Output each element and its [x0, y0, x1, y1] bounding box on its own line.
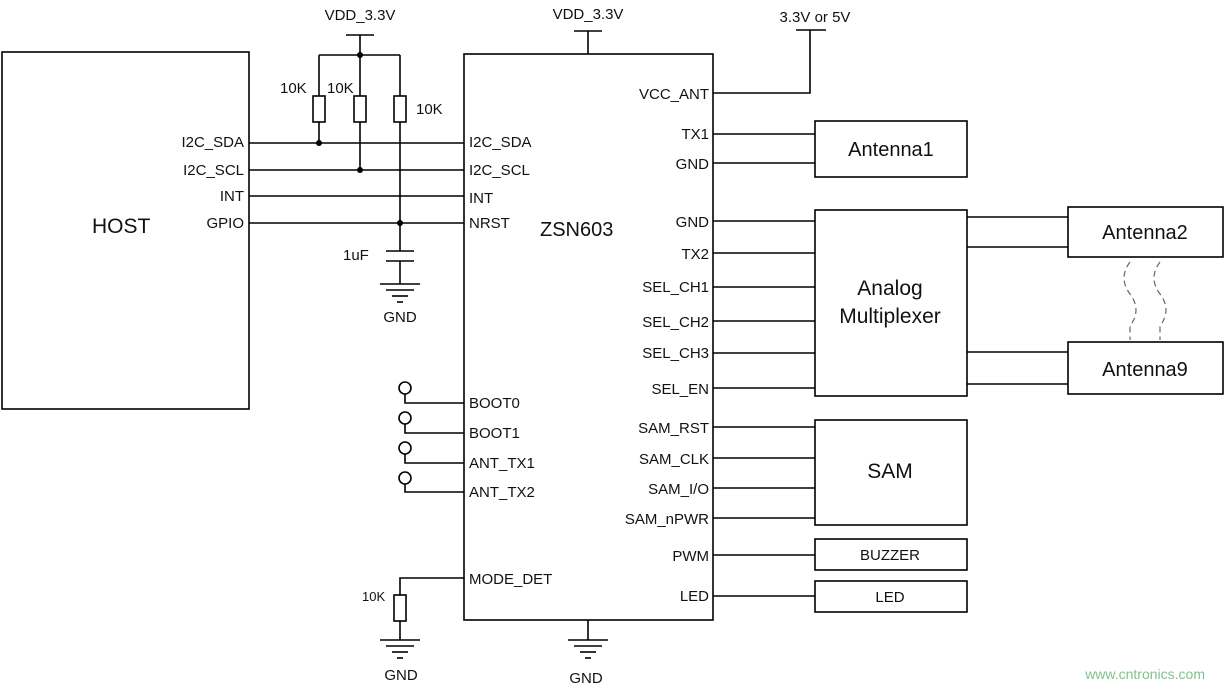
test-point-icon [398, 381, 412, 395]
chip-pin-ant-tx2: ANT_TX2 [469, 484, 535, 501]
junction-scl [357, 167, 363, 173]
chip-pin-pwm: PWM [672, 548, 709, 565]
chip-pin-tx1: TX1 [681, 126, 709, 143]
r3-value: 10K [416, 101, 443, 118]
antenna1-label: Antenna1 [848, 139, 934, 161]
buzzer-label: BUZZER [860, 547, 920, 564]
chip-pin-sel-ch3: SEL_CH3 [642, 345, 709, 362]
mux-block: Analog Multiplexer [713, 209, 968, 397]
test-point-icon [398, 441, 412, 455]
host-title: HOST [92, 215, 151, 238]
chip-pin-boot1: BOOT1 [469, 425, 520, 442]
chip-pin-sel-ch2: SEL_CH2 [642, 314, 709, 331]
chip-pin-i2c-sda: I2C_SDA [469, 134, 532, 151]
test-point-icon [398, 471, 412, 485]
chip-pin-sel-en: SEL_EN [651, 381, 709, 398]
antenna1-block: Antenna1 [713, 120, 968, 178]
pullup-network: VDD_3.3V 10K 10K 10K 1uF [280, 7, 443, 326]
host-pin-i2c-scl: I2C_SCL [183, 162, 244, 179]
wire-ant-tx1 [404, 454, 464, 464]
watermark: www.cntronics.com [1084, 666, 1205, 682]
gnd-cap-label: GND [383, 309, 417, 326]
wire-vcc-ant [713, 30, 811, 94]
ellipsis-wave-icon [1153, 261, 1167, 340]
chip-pin-sam-npwr: SAM_nPWR [625, 511, 709, 528]
host-pin-gpio: GPIO [206, 215, 244, 232]
test-point-icon [398, 411, 412, 425]
resistor-mode [393, 594, 407, 622]
mux-label-line1: Analog [857, 277, 922, 300]
buzzer-box [814, 538, 968, 571]
ground-icon [380, 283, 420, 303]
chip-pin-vcc-ant: VCC_ANT [639, 86, 709, 103]
chip-pin-gnd-1: GND [676, 156, 710, 173]
r-mode-value: 10K [362, 589, 385, 604]
wire-ant-tx2 [404, 484, 464, 493]
sam-label: SAM [867, 460, 913, 483]
host-bus-wires [249, 142, 464, 224]
chip-pin-tx2: TX2 [681, 246, 709, 263]
mux-box [814, 209, 968, 397]
gnd-mode-label: GND [384, 667, 418, 684]
chip-pin-nrst: NRST [469, 215, 510, 232]
antenna2-box [1067, 206, 1224, 258]
vcc-ant-supply: 3.3V or 5V [713, 9, 851, 94]
sam-box [814, 419, 968, 526]
buzzer-led: BUZZER LED [713, 538, 968, 613]
resistor-r2 [353, 95, 367, 123]
resistor-r3 [393, 95, 407, 123]
wire-boot0 [404, 394, 464, 404]
jumper-pins [398, 381, 464, 493]
chip-pin-sam-rst: SAM_RST [638, 420, 709, 437]
chip-pin-int: INT [469, 190, 493, 207]
antenna2-label: Antenna2 [1102, 222, 1188, 244]
antenna1-box [814, 120, 968, 178]
chip-title: ZSN603 [540, 219, 613, 241]
led-box [814, 580, 968, 613]
r2-value: 10K [327, 80, 354, 97]
chip-pin-sel-ch1: SEL_CH1 [642, 279, 709, 296]
ground-icon [380, 639, 420, 659]
vdd-left-label: VDD_3.3V [325, 7, 396, 24]
wire-mode-det [399, 577, 464, 595]
antenna9-box [1067, 341, 1224, 395]
mode-det-pulldown: 10K GND [362, 577, 464, 684]
host-pin-i2c-sda: I2C_SDA [181, 134, 244, 151]
sam-block: SAM [713, 419, 968, 526]
vcc-ant-supply-label: 3.3V or 5V [780, 9, 851, 26]
chip-pin-sam-io: SAM_I/O [648, 481, 709, 498]
chip-pin-ant-tx1: ANT_TX1 [469, 455, 535, 472]
mux-label-line2: Multiplexer [839, 305, 941, 328]
junction-sda [316, 140, 322, 146]
ground-icon [568, 639, 608, 659]
vdd-chip-label: VDD_3.3V [553, 6, 624, 23]
antenna-array: Antenna2 Antenna9 [967, 206, 1224, 395]
r1-value: 10K [280, 80, 307, 97]
gnd-chip-label: GND [569, 670, 603, 687]
chip-pin-mode-det: MODE_DET [469, 571, 552, 588]
resistor-r1 [312, 95, 326, 123]
chip-pin-i2c-scl: I2C_SCL [469, 162, 530, 179]
chip-pin-boot0: BOOT0 [469, 395, 520, 412]
ellipsis-wave-icon [1123, 261, 1137, 340]
chip-box [463, 53, 714, 621]
host-block: HOST I2C_SDA I2C_SCL INT GPIO [1, 51, 250, 410]
cap-value: 1uF [343, 247, 369, 264]
chip-pin-gnd-2: GND [676, 214, 710, 231]
chip-pin-sam-clk: SAM_CLK [639, 451, 709, 468]
antenna9-label: Antenna9 [1102, 359, 1188, 381]
chip-pin-led: LED [680, 588, 709, 605]
wire-boot1 [404, 424, 464, 434]
host-pin-int: INT [220, 188, 244, 205]
zsn603-chip: VDD_3.3V ZSN603 I2C_SDA I2C_SCL INT NRST… [463, 6, 714, 687]
host-box [1, 51, 250, 410]
led-label: LED [875, 589, 904, 606]
